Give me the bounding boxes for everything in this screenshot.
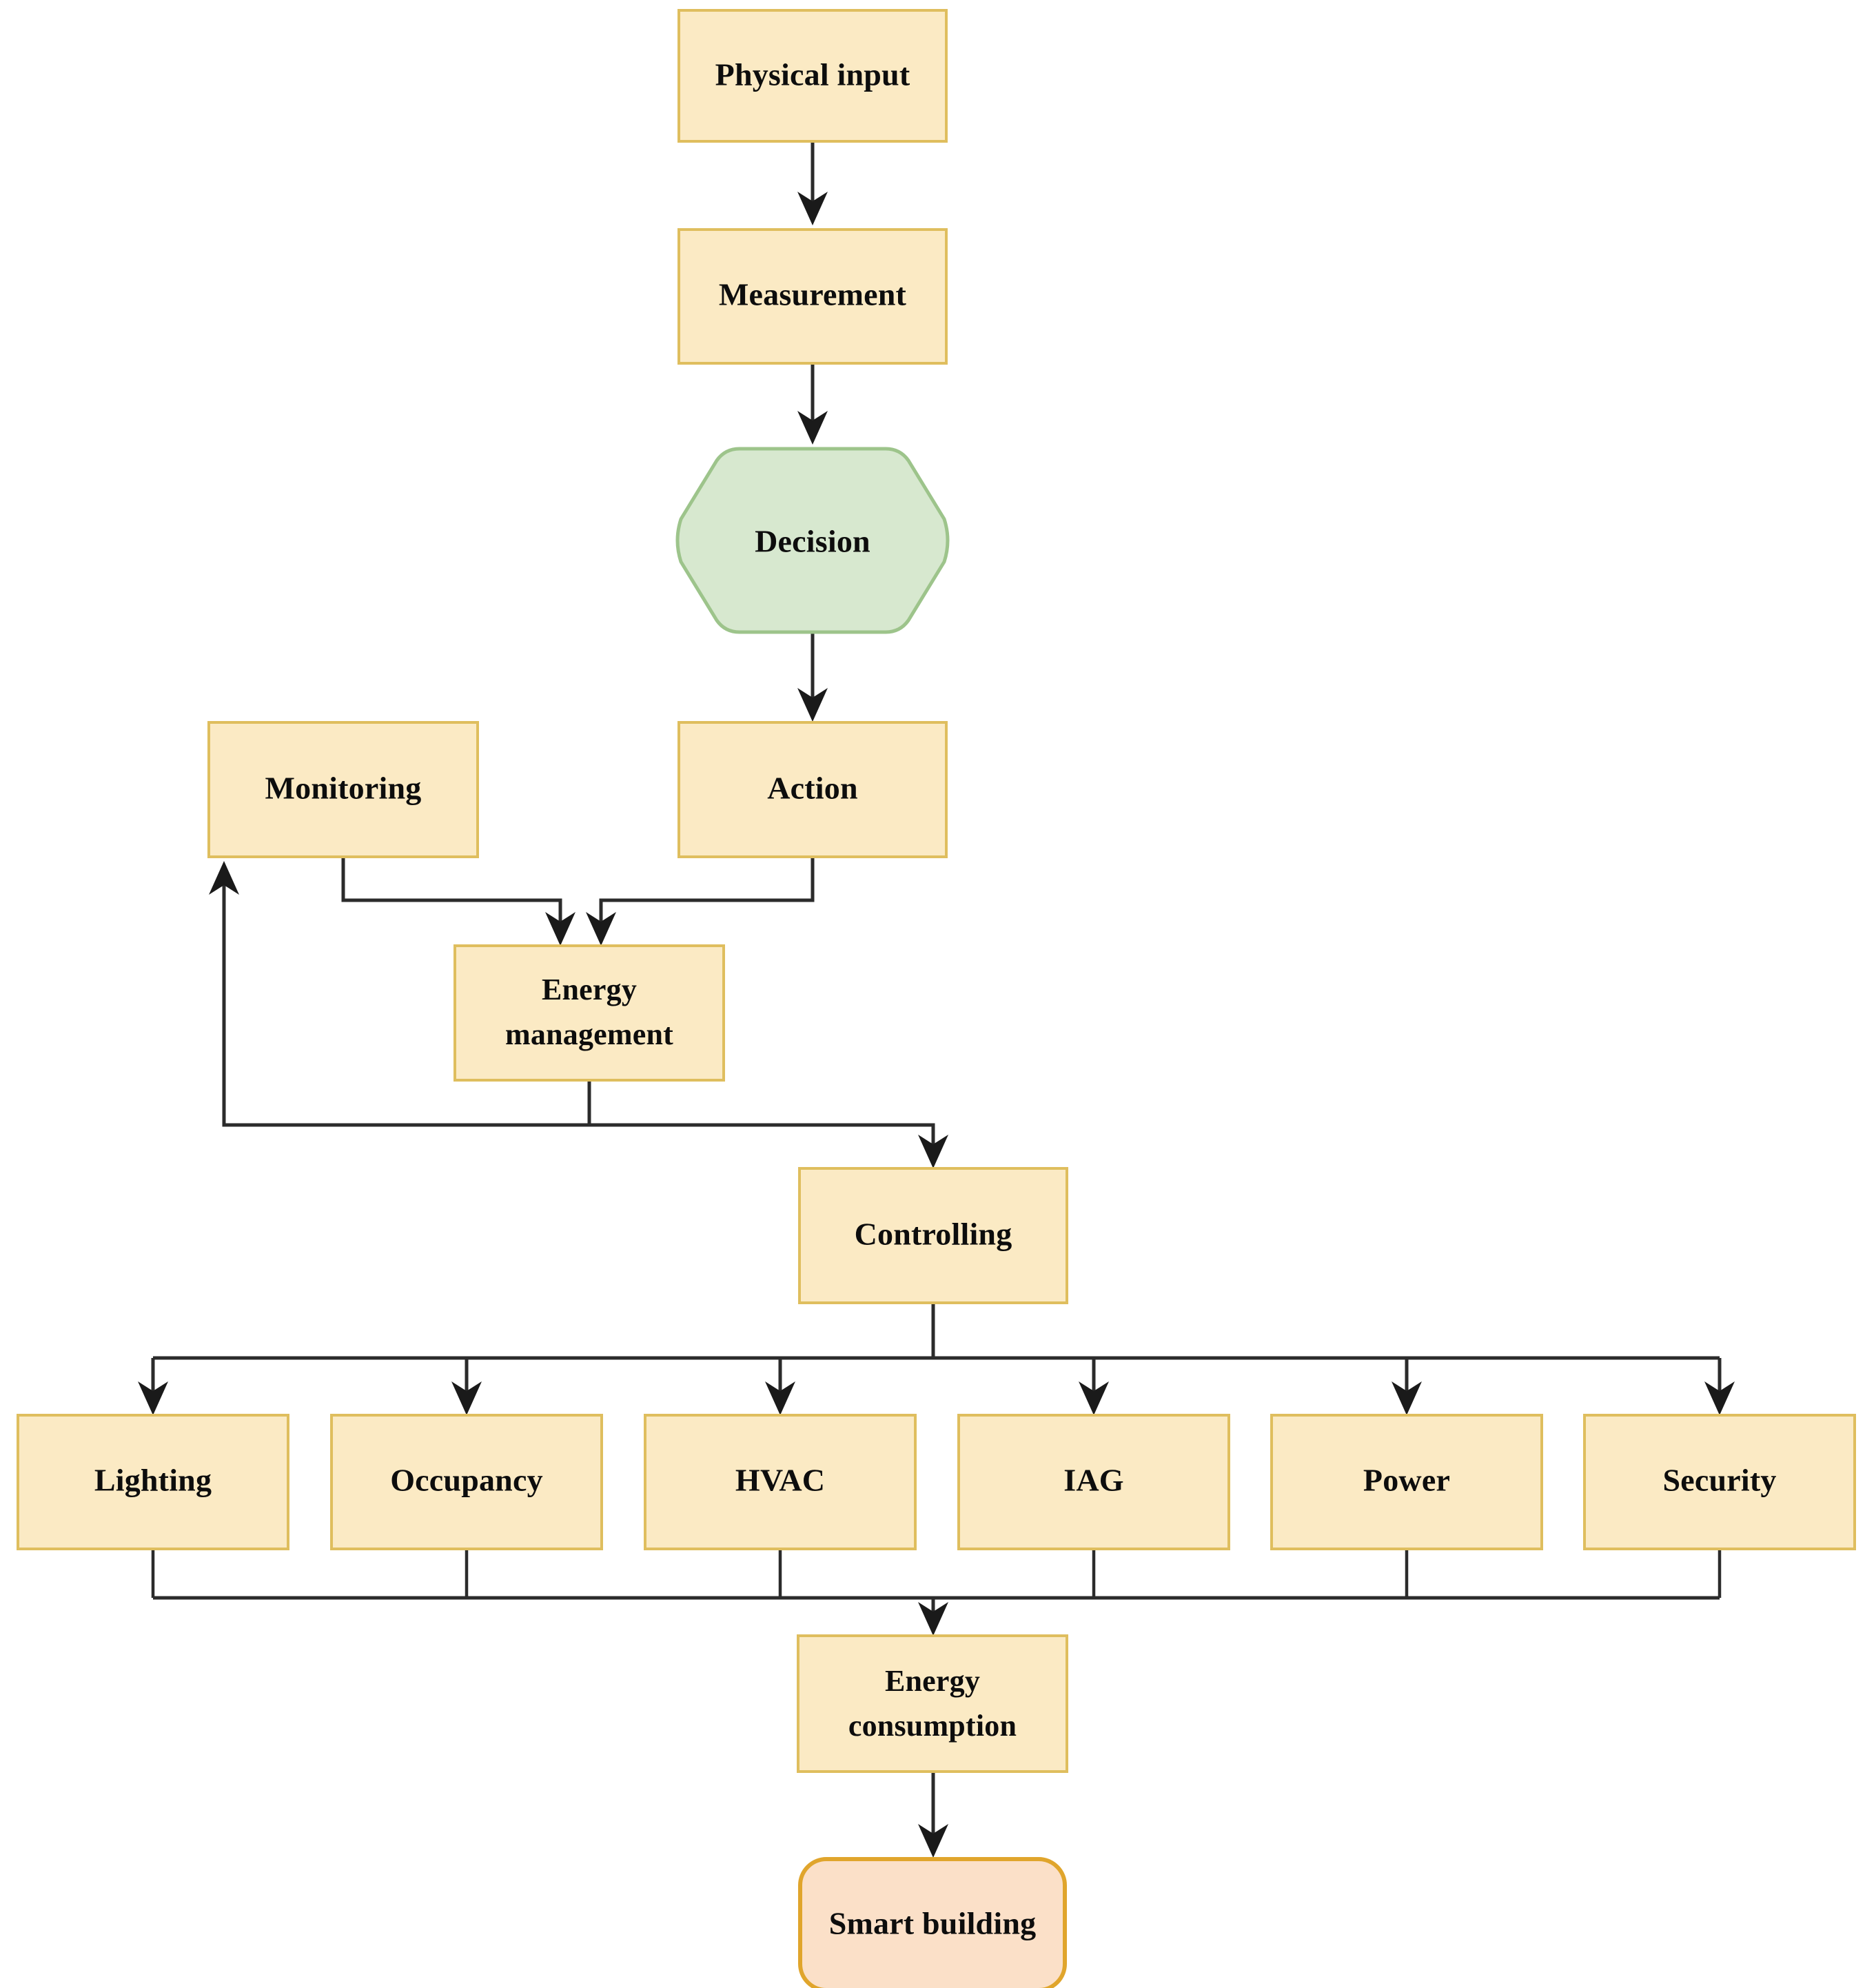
edge-controlling-to-subsystem-bus [153, 1303, 1720, 1360]
node-decision[interactable]: Decision [675, 447, 950, 634]
edge-bus-to-iag [1079, 1358, 1109, 1415]
node-energy-management[interactable]: Energy management [453, 944, 725, 1082]
node-energy-consumption-label-line1: Energy [885, 1664, 980, 1698]
node-controlling[interactable]: Controlling [798, 1167, 1068, 1304]
node-energy-management-label-line2: management [505, 1017, 673, 1051]
node-security[interactable]: Security [1583, 1414, 1856, 1550]
node-power-label: Power [1363, 1463, 1450, 1498]
node-physical-input-label: Physical input [715, 57, 910, 92]
edge-physical-input-to-measurement [797, 141, 828, 225]
edge-subsystems-merge-bus [151, 1549, 1722, 1600]
node-energy-management-label-line1: Energy [542, 973, 637, 1006]
edge-energy-consumption-to-smart-building [918, 1772, 948, 1858]
node-measurement[interactable]: Measurement [677, 228, 948, 365]
node-hvac[interactable]: HVAC [644, 1414, 917, 1550]
node-lighting-label: Lighting [94, 1463, 212, 1498]
edge-monitoring-to-energy-management [341, 857, 575, 946]
edge-action-to-energy-management [586, 857, 815, 946]
node-decision-label: Decision [755, 524, 870, 559]
edge-bus-to-occupancy [451, 1358, 482, 1415]
node-iag-label: IAG [1063, 1463, 1124, 1498]
edge-measurement-to-decision [797, 363, 828, 445]
node-energy-consumption[interactable]: Energy consumption [797, 1634, 1068, 1773]
node-controlling-label: Controlling [855, 1217, 1012, 1252]
node-hvac-label: HVAC [735, 1463, 825, 1498]
node-smart-building[interactable]: Smart building [798, 1857, 1067, 1988]
node-action[interactable]: Action [677, 721, 948, 858]
node-measurement-label: Measurement [719, 277, 907, 312]
node-occupancy-label: Occupancy [390, 1463, 543, 1498]
edge-bus-to-energy-consumption [918, 1598, 948, 1636]
edge-layer [138, 141, 1735, 1858]
edge-decision-to-action [797, 633, 828, 722]
node-security-label: Security [1662, 1463, 1776, 1498]
node-lighting[interactable]: Lighting [17, 1414, 289, 1550]
edge-bus-to-security [1704, 1358, 1735, 1415]
edge-bus-to-hvac [765, 1358, 795, 1415]
node-iag[interactable]: IAG [957, 1414, 1230, 1550]
edge-bus-to-power [1392, 1358, 1422, 1415]
node-monitoring[interactable]: Monitoring [207, 721, 479, 858]
edge-energy-management-to-controlling [587, 1080, 948, 1168]
node-action-label: Action [767, 771, 858, 806]
node-monitoring-label: Monitoring [265, 771, 422, 806]
node-occupancy[interactable]: Occupancy [330, 1414, 603, 1550]
node-physical-input[interactable]: Physical input [677, 9, 948, 143]
node-power[interactable]: Power [1270, 1414, 1543, 1550]
edge-bus-to-lighting [138, 1358, 168, 1415]
node-smart-building-label: Smart building [829, 1906, 1037, 1941]
node-energy-consumption-label-line2: consumption [848, 1709, 1017, 1743]
